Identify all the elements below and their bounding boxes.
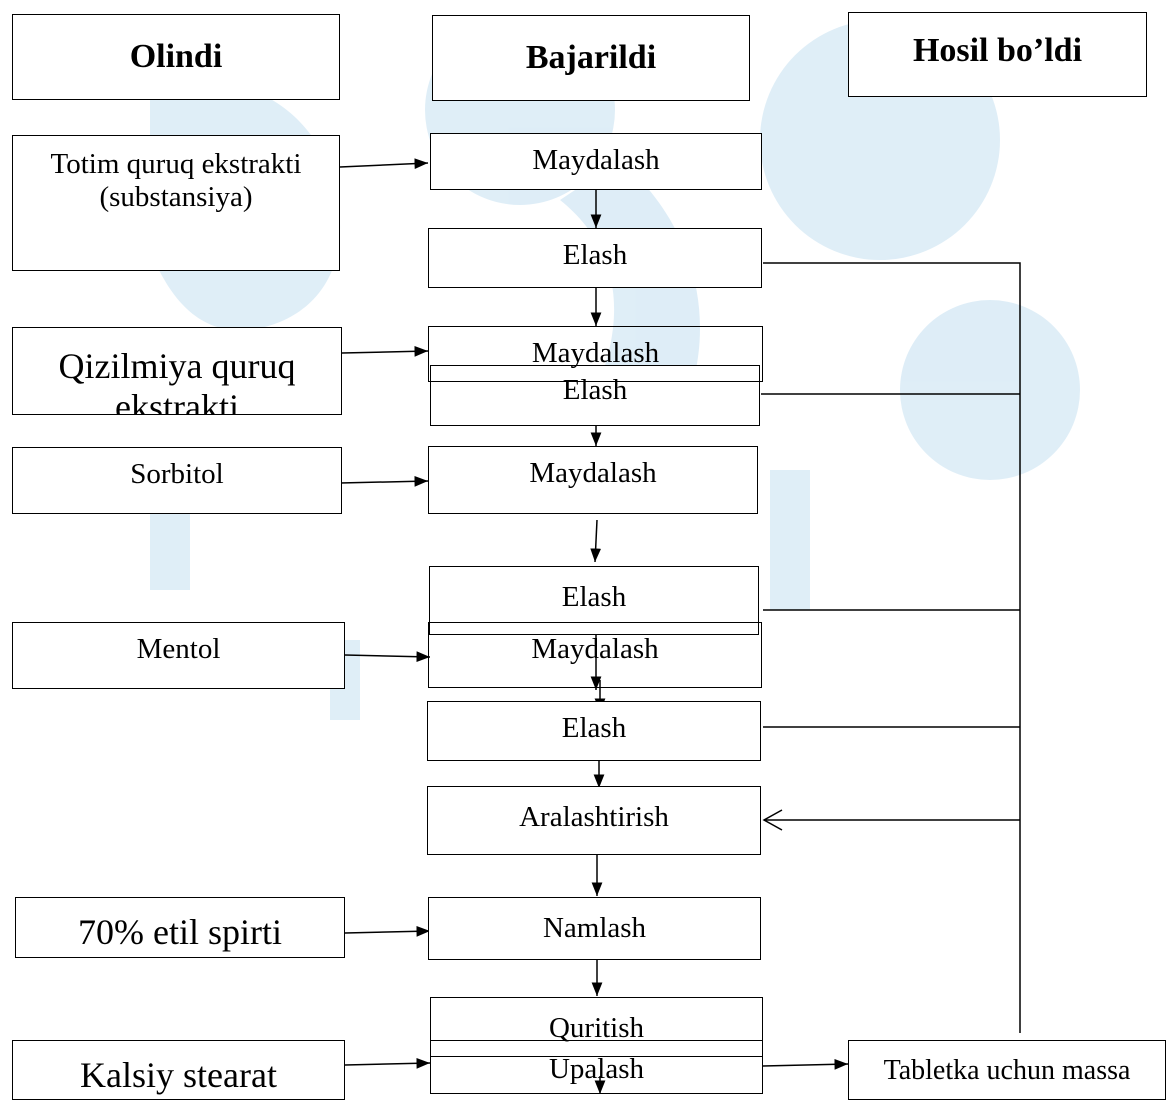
input-kalsiy: Kalsiy stearat <box>12 1040 345 1100</box>
input-totim: Totim quruq ekstrakti (substansiya) <box>12 135 340 271</box>
arrow-maydalash3-to-elash3 <box>590 519 602 563</box>
step-elash-3: Elash <box>429 566 759 635</box>
step-maydalash-4: Maydalash <box>428 622 762 688</box>
arrow-qizilmiya-to-maydalash <box>341 345 429 357</box>
arrow-spirt-to-namlash <box>344 925 431 937</box>
step-elash-1: Elash <box>428 228 762 288</box>
arrow-kalsiy-to-upalash <box>344 1057 431 1069</box>
arrow-mentol-to-maydalash <box>344 651 431 663</box>
input-qizilmiya: Qizilmiya quruq ekstrakti <box>12 327 342 415</box>
step-elash-2: Elash <box>430 365 760 426</box>
step-upalash: Upalash <box>430 1040 763 1094</box>
step-maydalash-2: Maydalash <box>428 326 763 382</box>
output-tabletka-massa: Tabletka uchun massa <box>848 1040 1166 1100</box>
step-elash-4: Elash <box>427 701 761 761</box>
collector-elash1 <box>763 262 1021 1033</box>
step-namlash: Namlash <box>428 897 761 960</box>
aralashtirish-open-arrowhead <box>762 809 783 831</box>
watermark-shape <box>770 470 810 610</box>
step-quritish: Quritish <box>430 997 763 1057</box>
header-bajarildi: Bajarildi <box>432 15 750 101</box>
step-maydalash-3: Maydalash <box>428 446 758 514</box>
arrow-totim-to-maydalash <box>339 158 429 170</box>
step-aralashtirish: Aralashtirish <box>427 786 761 855</box>
step-maydalash-1: Maydalash <box>430 133 762 190</box>
arrow-upalash-to-tabletka <box>762 1058 849 1070</box>
watermark-shape <box>900 300 1080 480</box>
header-hosil-boldi: Hosil bo’ldi <box>848 12 1147 97</box>
arrow-sorbitol-to-maydalash <box>339 475 429 487</box>
input-spirt: 70% etil spirti <box>15 897 345 958</box>
input-mentol: Mentol <box>12 622 345 689</box>
header-olindi: Olindi <box>12 14 340 100</box>
input-sorbitol: Sorbitol <box>12 447 342 514</box>
